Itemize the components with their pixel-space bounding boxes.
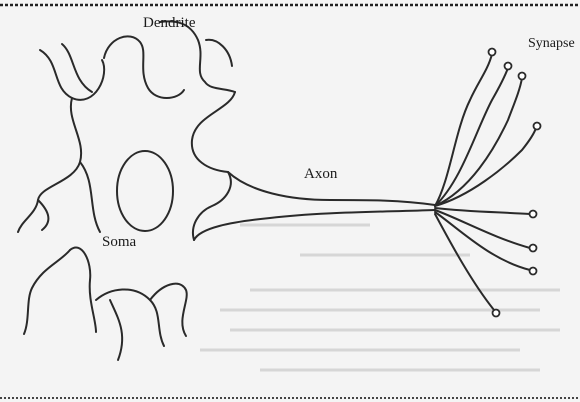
synapse-terminal-3 <box>519 73 526 80</box>
dendrite-top-center <box>104 36 184 98</box>
soma-left-wall <box>18 98 81 232</box>
terminal-branch-1 <box>435 54 492 206</box>
synapse-terminal-8 <box>493 310 500 317</box>
terminal-branch-8 <box>435 214 494 310</box>
synapse-terminal-5 <box>530 211 537 218</box>
soma-bottom-left-2 <box>70 247 96 332</box>
label-axon: Axon <box>304 166 337 183</box>
soma-bottom-left <box>24 250 70 334</box>
dendrite-right-top-small <box>206 40 232 66</box>
synapse-terminal-6 <box>530 245 537 252</box>
terminal-branch-5 <box>435 208 530 214</box>
label-synapse: Synapse <box>528 36 575 52</box>
synapse-terminal-1 <box>489 49 496 56</box>
dendrite-upper-right <box>192 92 235 172</box>
label-dendrite: Dendrite <box>143 15 195 32</box>
terminal-branch-2 <box>435 68 508 206</box>
nucleus-ellipse <box>117 151 173 231</box>
soma-left-lower <box>80 162 100 232</box>
soma-bottom-mid-2 <box>110 300 122 360</box>
soma-right-lower <box>193 172 231 240</box>
background-text-ghosting <box>200 225 560 370</box>
soma-bottom-mid <box>96 289 164 346</box>
label-soma: Soma <box>102 234 136 251</box>
synapse-terminal-2 <box>505 63 512 70</box>
dendrite-left-top <box>40 50 104 100</box>
terminal-branch-6 <box>435 210 530 248</box>
terminal-branch-3 <box>435 78 522 206</box>
dendrite-left-upper <box>62 44 92 92</box>
soma-left-tail <box>38 200 48 230</box>
synapse-terminals <box>489 49 541 317</box>
synapse-terminal-4 <box>534 123 541 130</box>
synapse-terminal-7 <box>530 268 537 275</box>
